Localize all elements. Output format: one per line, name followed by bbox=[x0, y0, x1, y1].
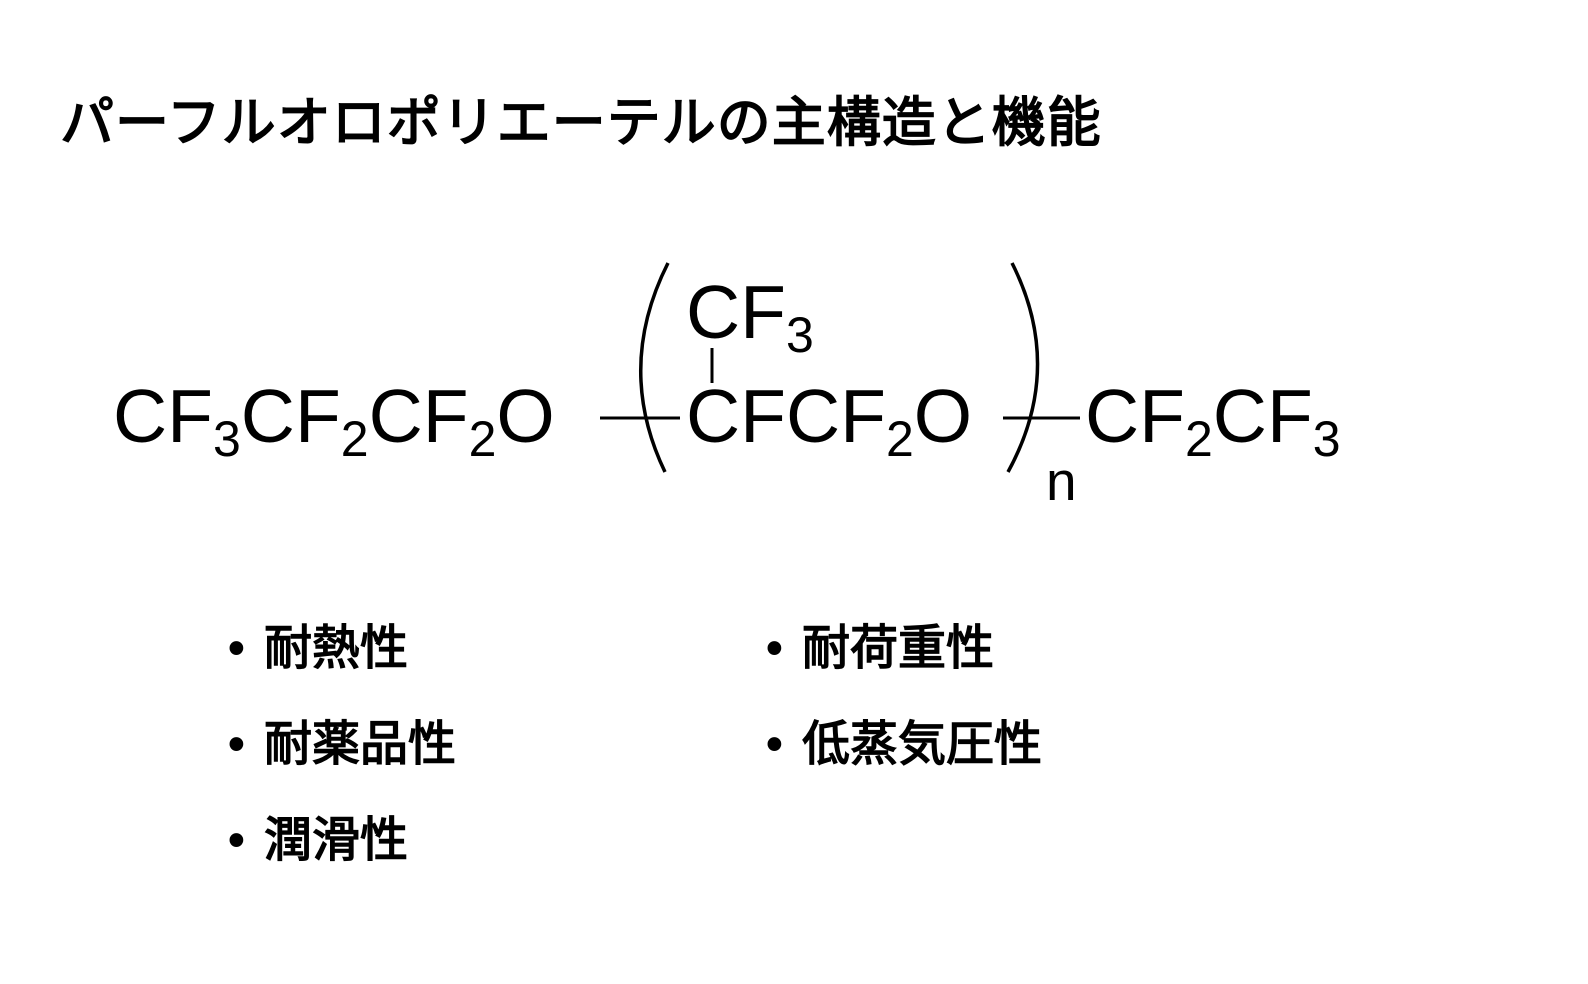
page-title: パーフルオロポリエーテルの主構造と機能 bbox=[60, 93, 1102, 153]
atom-label: CF bbox=[1213, 374, 1313, 458]
function-item: • 潤滑性 bbox=[228, 800, 408, 870]
function-label: 耐熱性 bbox=[264, 622, 409, 675]
atom-label: O bbox=[914, 374, 972, 458]
function-item: • 耐熱性 bbox=[228, 608, 408, 678]
atom-label: CF bbox=[686, 270, 786, 354]
function-item: • 低蒸気圧性 bbox=[766, 704, 1042, 774]
function-label: 低蒸気圧性 bbox=[802, 718, 1043, 771]
atom-label: CF bbox=[1085, 374, 1185, 458]
end-group-left: CF3CF2CF2O bbox=[113, 374, 555, 467]
repeat-count-n: n bbox=[1046, 450, 1077, 512]
subscript: 3 bbox=[213, 411, 241, 467]
function-item: • 耐薬品性 bbox=[228, 704, 456, 774]
atom-label: CF bbox=[113, 374, 213, 458]
subscript: 2 bbox=[886, 411, 914, 467]
function-label: 耐荷重性 bbox=[802, 622, 995, 675]
function-item: • 耐荷重性 bbox=[766, 608, 994, 678]
bullet-icon: • bbox=[228, 622, 245, 675]
end-group-right: CF2CF3 bbox=[1085, 374, 1341, 467]
atom-label: O bbox=[496, 374, 554, 458]
function-label: 耐薬品性 bbox=[264, 718, 457, 771]
repeat-unit: CFCF2O bbox=[686, 374, 972, 467]
atom-label: CF bbox=[241, 374, 341, 458]
subscript: 3 bbox=[786, 307, 814, 363]
branch-group: CF3 bbox=[686, 270, 814, 363]
atom-label: CF bbox=[369, 374, 469, 458]
subscript: 2 bbox=[469, 411, 497, 467]
bullet-icon: • bbox=[766, 622, 783, 675]
right-parenthesis bbox=[1006, 262, 1040, 473]
bullet-icon: • bbox=[766, 718, 783, 771]
subscript: 2 bbox=[341, 411, 369, 467]
subscript: 2 bbox=[1185, 411, 1213, 467]
atom-label: CFCF bbox=[686, 374, 886, 458]
function-label: 潤滑性 bbox=[264, 814, 409, 867]
bullet-icon: • bbox=[228, 718, 245, 771]
subscript: 3 bbox=[1313, 411, 1341, 467]
bullet-icon: • bbox=[228, 814, 245, 867]
left-parenthesis bbox=[639, 262, 670, 473]
